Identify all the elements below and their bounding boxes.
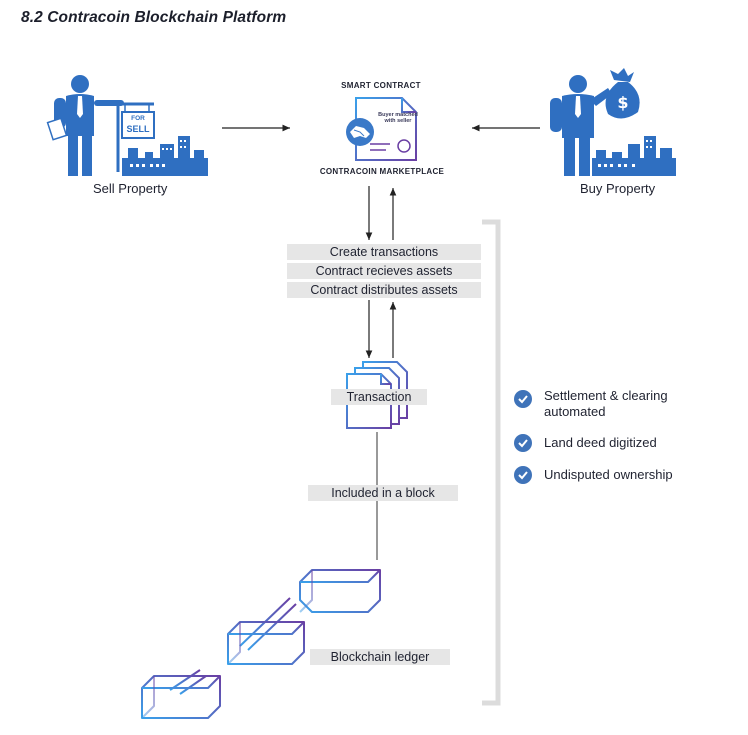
benefit-item: Land deed digitized — [514, 434, 657, 452]
contract-doc-text-line2: with seller — [384, 118, 412, 124]
benefit-settlement-clearing: Settlement & clearing automated — [544, 388, 668, 419]
buyer-figure-icon: $ — [550, 68, 676, 176]
smart-contract-document-icon — [346, 97, 417, 161]
blockchain-cubes-icon — [141, 569, 381, 719]
contracoin-marketplace-label: CONTRACOIN MARKETPLACE — [319, 167, 445, 176]
right-bracket — [482, 219, 501, 706]
check-circle-icon — [514, 390, 532, 408]
benefit-undisputed-ownership: Undisputed ownership — [544, 467, 673, 482]
benefit-item: Settlement & clearing automated — [514, 388, 704, 420]
smart-contract-heading: SMART CONTRACT — [341, 81, 421, 90]
transaction-label: Transaction — [331, 389, 427, 405]
page-title: 8.2 Contracoin Blockchain Platform — [21, 9, 287, 26]
step-contract-receives-assets: Contract recieves assets — [287, 263, 481, 279]
benefit-land-deed: Land deed digitized — [544, 435, 657, 450]
seller-figure-icon — [46, 75, 208, 176]
step-create-transactions: Create transactions — [287, 244, 481, 260]
contract-doc-text: Buyer matched with seller — [378, 112, 418, 124]
included-in-block-label: Included in a block — [308, 485, 458, 501]
check-circle-icon — [514, 434, 532, 452]
for-sell-sign-top: FOR — [131, 115, 145, 122]
check-circle-icon — [514, 466, 532, 484]
buy-property-caption: Buy Property — [580, 181, 656, 196]
benefit-item: Undisputed ownership — [514, 466, 673, 484]
blockchain-ledger-label: Blockchain ledger — [310, 649, 450, 665]
step-contract-distributes-assets: Contract distributes assets — [287, 282, 481, 298]
svg-text:$: $ — [617, 93, 628, 112]
for-sell-sign-bottom: SELL — [126, 124, 150, 134]
contract-doc-text-line1: Buyer matched — [378, 112, 418, 118]
sell-property-caption: Sell Property — [93, 181, 168, 196]
